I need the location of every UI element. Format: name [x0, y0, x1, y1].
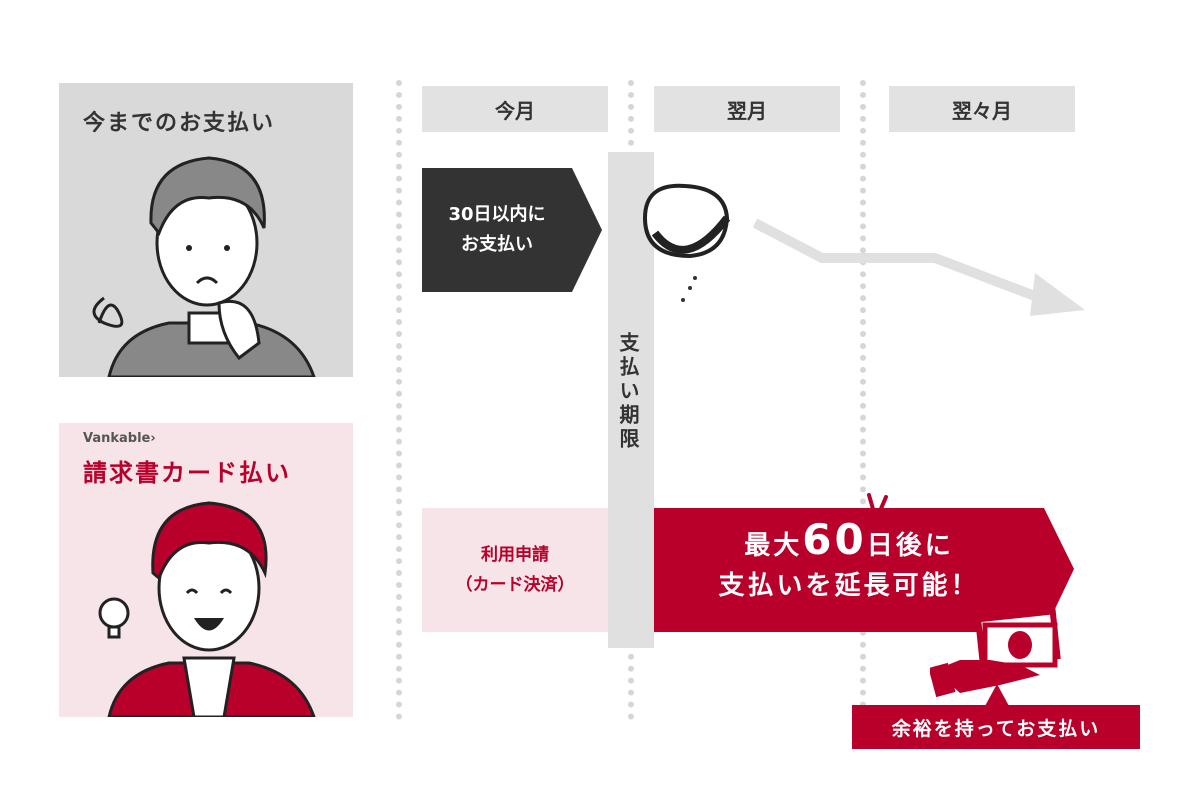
card-application-box: 利用申請 （カード決済） — [422, 508, 608, 632]
callout-box: 余裕を持ってお支払い — [852, 705, 1140, 749]
before-panel: 今までのお支払い — [59, 83, 353, 377]
extend-days-number: 60 — [802, 515, 867, 564]
after-title: 請求書カード払い — [83, 459, 291, 487]
column-header-month-after-next: 翌々月 — [889, 86, 1075, 132]
callout-pointer — [985, 684, 1009, 706]
extend-suffix: 日後に — [866, 531, 954, 561]
extend-prefix: 最大 — [744, 531, 803, 561]
before-arrow-text: 30日以内に お支払い — [422, 200, 572, 260]
column-divider — [860, 80, 866, 720]
column-divider — [396, 80, 402, 720]
apply-line: 利用申請 — [481, 545, 549, 565]
worried-man-illustration — [92, 156, 316, 377]
happy-man-illustration — [98, 501, 316, 717]
apply-line: （カード決済） — [455, 575, 575, 595]
extend-arrow-shape — [654, 493, 1074, 632]
column-header-this-month: 今月 — [422, 86, 608, 132]
hand-money-icon — [930, 608, 1061, 698]
column-header-next-month: 翌月 — [654, 86, 840, 132]
before-arrow-shape — [422, 168, 602, 292]
payment-deadline-label: 支払い期限 — [616, 332, 640, 452]
after-panel: Vankable› 請求書カード払い — [59, 423, 353, 717]
decline-arrow-icon — [752, 218, 1085, 316]
extend-arrow-text: 最大60日後に 支払いを延長可能！ — [654, 519, 1044, 606]
before-title: 今までのお支払い — [83, 111, 276, 136]
extend-line2: 支払いを延長可能！ — [718, 571, 980, 601]
vankable-logo: Vankable› — [83, 431, 156, 446]
before-arrow-line: お支払い — [461, 234, 533, 255]
before-arrow-line: 30日以内に — [448, 204, 546, 225]
empty-wallet-icon — [642, 183, 731, 302]
